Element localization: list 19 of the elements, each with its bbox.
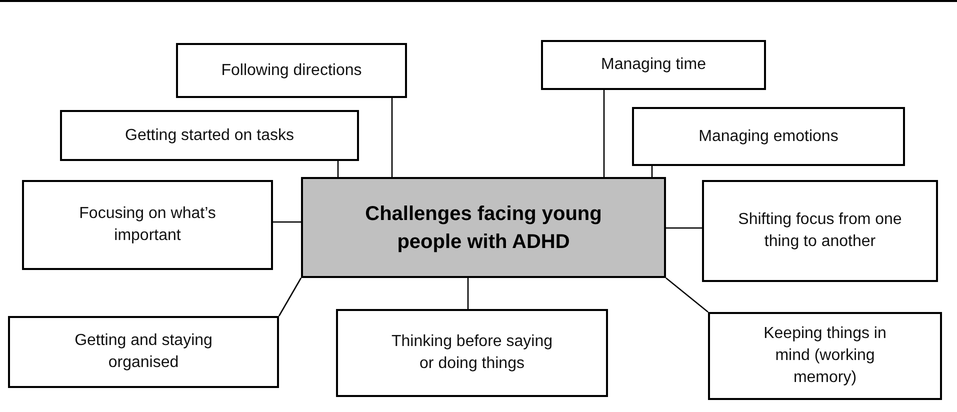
connector-line bbox=[651, 166, 653, 177]
connector-line bbox=[337, 161, 339, 177]
topic-box: Following directions bbox=[176, 43, 407, 98]
central-topic-box: Challenges facing young people with ADHD bbox=[301, 177, 666, 278]
topic-box: Getting started on tasks bbox=[60, 110, 359, 161]
topic-box: Focusing on what’s important bbox=[22, 180, 273, 270]
connector-line bbox=[273, 221, 301, 223]
topic-box: Managing time bbox=[541, 40, 766, 90]
topic-box: Managing emotions bbox=[632, 107, 905, 166]
topic-box: Getting and staying organised bbox=[8, 316, 279, 388]
connector-line bbox=[666, 278, 708, 312]
connector-line bbox=[603, 90, 605, 177]
connector-line bbox=[467, 278, 469, 309]
connector-line bbox=[666, 227, 702, 229]
topic-box: Shifting focus from one thing to another bbox=[702, 180, 938, 282]
topic-box: Thinking before saying or doing things bbox=[336, 309, 608, 397]
topic-box: Keeping things in mind (working memory) bbox=[708, 312, 942, 400]
connector-line bbox=[391, 98, 393, 177]
connector-line bbox=[278, 278, 302, 316]
